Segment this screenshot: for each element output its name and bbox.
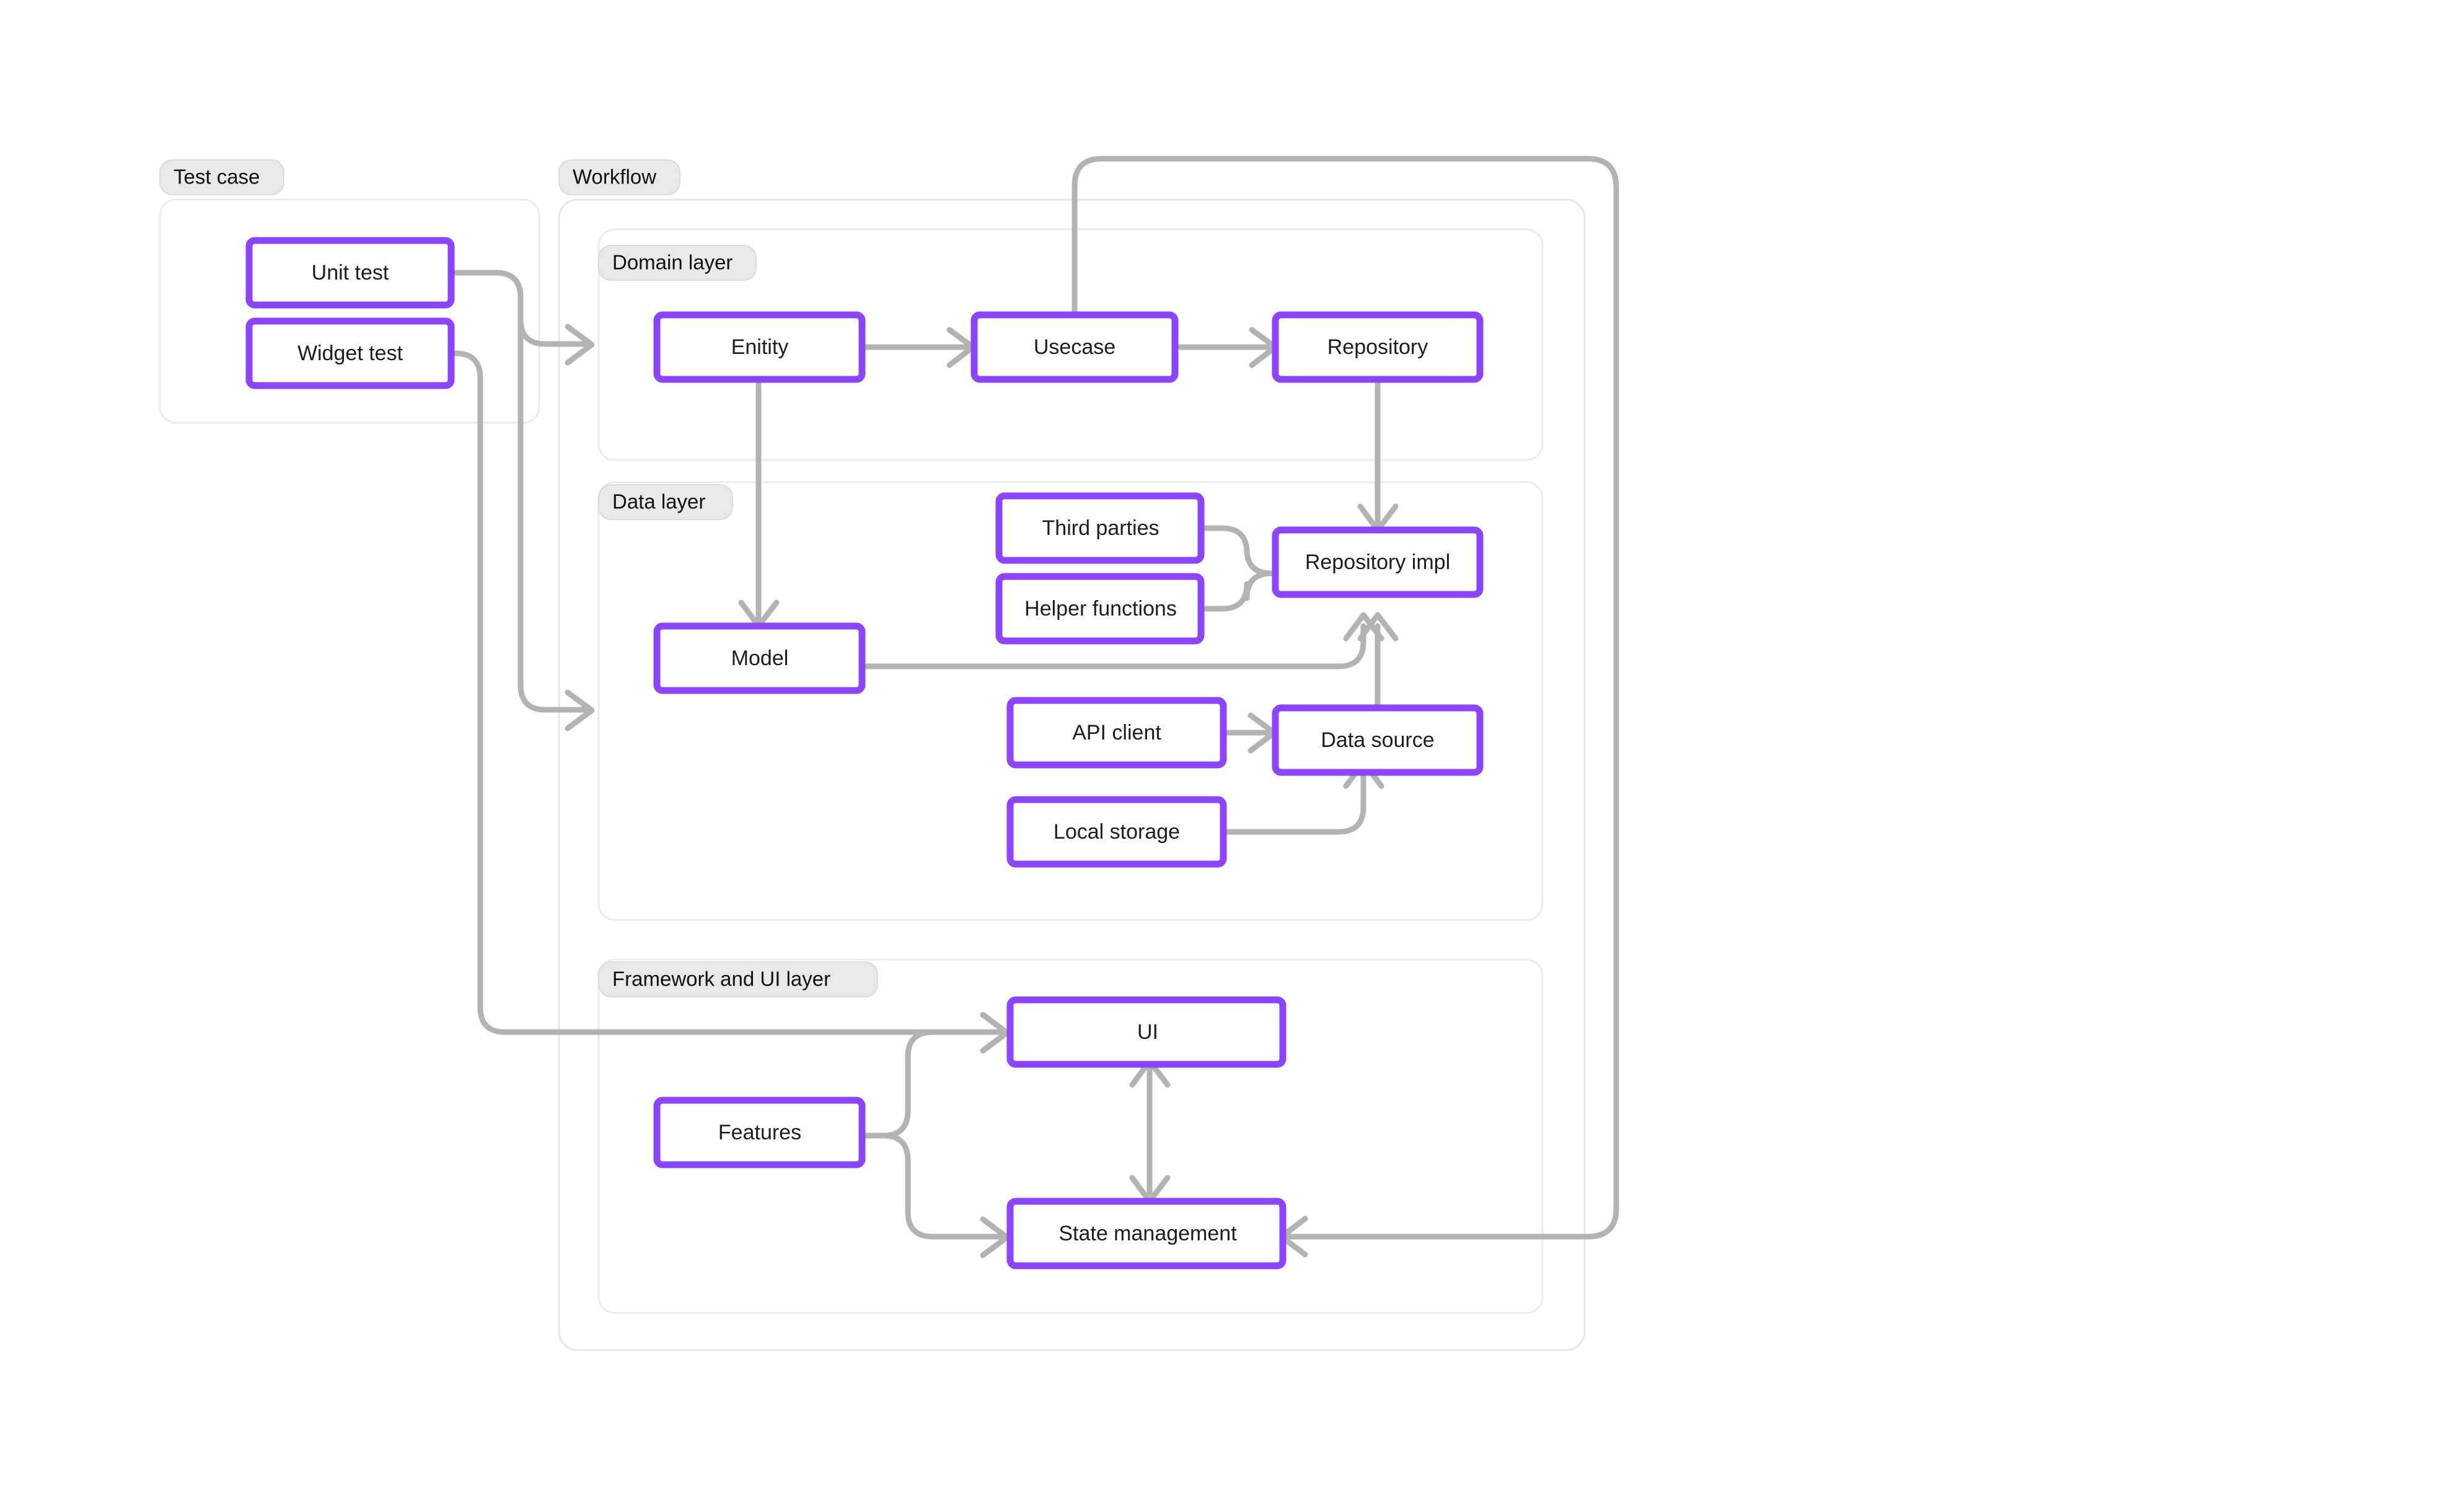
- edge-local-storage-to-data-source: [1220, 770, 1366, 835]
- edge-data-source-to-repository-impl-arrowhead: [1357, 612, 1399, 642]
- node-api-client-label: API client: [1072, 721, 1161, 744]
- node-ui-label: UI: [1137, 1020, 1158, 1044]
- node-repository-label: Repository: [1327, 335, 1428, 359]
- node-ui[interactable]: UI: [1006, 996, 1287, 1068]
- edge-usecase-to-state-management: [1071, 156, 1619, 1240]
- edge-model-to-repository-impl: [859, 623, 1366, 669]
- group-label-test-case: Test case: [159, 159, 284, 195]
- node-model-label: Model: [731, 647, 789, 670]
- node-state-management-label: State management: [1058, 1222, 1237, 1245]
- node-data-source-label: Data source: [1321, 728, 1434, 752]
- node-repository-impl-label: Repository impl: [1305, 550, 1450, 574]
- node-data-source[interactable]: Data source: [1272, 704, 1484, 776]
- node-local-storage-box[interactable]: [1006, 796, 1227, 868]
- group-label-framework-ui-layer: Framework and UI layer: [598, 961, 878, 997]
- node-enitity-label: Enitity: [731, 335, 789, 359]
- edge-helper-functions-to-repository-impl: [1198, 570, 1298, 612]
- node-unit-test-box[interactable]: [245, 237, 455, 309]
- node-unit-test[interactable]: Unit test: [245, 237, 455, 309]
- node-third-parties-label: Third parties: [1042, 516, 1159, 540]
- node-repository[interactable]: Repository: [1272, 311, 1484, 383]
- node-helper-functions-label: Helper functions: [1024, 597, 1177, 620]
- node-model[interactable]: Model: [653, 622, 866, 694]
- data-layer-pill-bg: [598, 484, 733, 520]
- node-third-parties[interactable]: Third parties: [995, 492, 1205, 564]
- node-widget-test-label: Widget test: [297, 342, 403, 365]
- edge-widget-test-to-ui: [448, 350, 1004, 1035]
- node-unit-test-label: Unit test: [312, 261, 389, 285]
- node-local-storage-label: Local storage: [1054, 820, 1180, 844]
- edge-features-to-state-management: [859, 1132, 1004, 1240]
- node-model-box[interactable]: [653, 622, 866, 694]
- node-third-parties-box[interactable]: [995, 492, 1205, 564]
- edge-unit-test-to-enitity-arrowhead: [565, 324, 595, 366]
- domain-layer-pill-bg: [598, 245, 757, 281]
- node-local-storage[interactable]: Local storage: [1006, 796, 1227, 868]
- node-usecase[interactable]: Usecase: [970, 311, 1179, 383]
- edge-unit-test-to-model-arrowhead: [565, 689, 595, 731]
- group-framework-ui-layer: [597, 958, 1544, 1314]
- node-widget-test-box[interactable]: [245, 317, 455, 389]
- group-label-workflow: Workflow: [558, 159, 680, 195]
- node-enitity[interactable]: Enitity: [653, 311, 866, 383]
- framework-ui-layer-label: Framework and UI layer: [612, 968, 830, 991]
- edge-unit-test-to-model: [448, 270, 592, 713]
- node-enitity-box[interactable]: [653, 311, 866, 383]
- node-usecase-box[interactable]: [970, 311, 1179, 383]
- node-helper-functions-box[interactable]: [995, 573, 1205, 645]
- node-repository-box[interactable]: [1272, 311, 1484, 383]
- node-features-box[interactable]: [653, 1097, 866, 1168]
- node-state-management[interactable]: State management: [1006, 1198, 1287, 1269]
- workflow-label: Workflow: [573, 166, 656, 188]
- node-state-management-box[interactable]: [1006, 1198, 1287, 1269]
- domain-layer-label: Domain layer: [612, 251, 733, 274]
- workflow-pill-bg: [558, 159, 680, 195]
- group-label-domain-layer: Domain layer: [598, 245, 757, 281]
- node-features[interactable]: Features: [653, 1097, 866, 1168]
- node-ui-box[interactable]: [1006, 996, 1287, 1068]
- data-layer-label: Data layer: [612, 490, 705, 513]
- framework-ui-layer-pill-bg: [598, 961, 878, 997]
- node-helper-functions[interactable]: Helper functions: [995, 573, 1205, 645]
- framework-ui-layer-frame: [597, 958, 1544, 1314]
- node-usecase-label: Usecase: [1034, 335, 1115, 359]
- node-repository-impl-box[interactable]: [1272, 526, 1484, 598]
- node-repository-impl[interactable]: Repository impl: [1272, 526, 1484, 598]
- group-label-data-layer: Data layer: [598, 484, 733, 520]
- test-case-label: Test case: [174, 166, 260, 188]
- node-api-client-box[interactable]: [1006, 697, 1227, 769]
- node-api-client[interactable]: API client: [1006, 697, 1227, 769]
- test-case-pill-bg: [159, 159, 284, 195]
- node-features-label: Features: [718, 1121, 801, 1144]
- node-data-source-box[interactable]: [1272, 704, 1484, 776]
- node-widget-test[interactable]: Widget test: [245, 317, 455, 389]
